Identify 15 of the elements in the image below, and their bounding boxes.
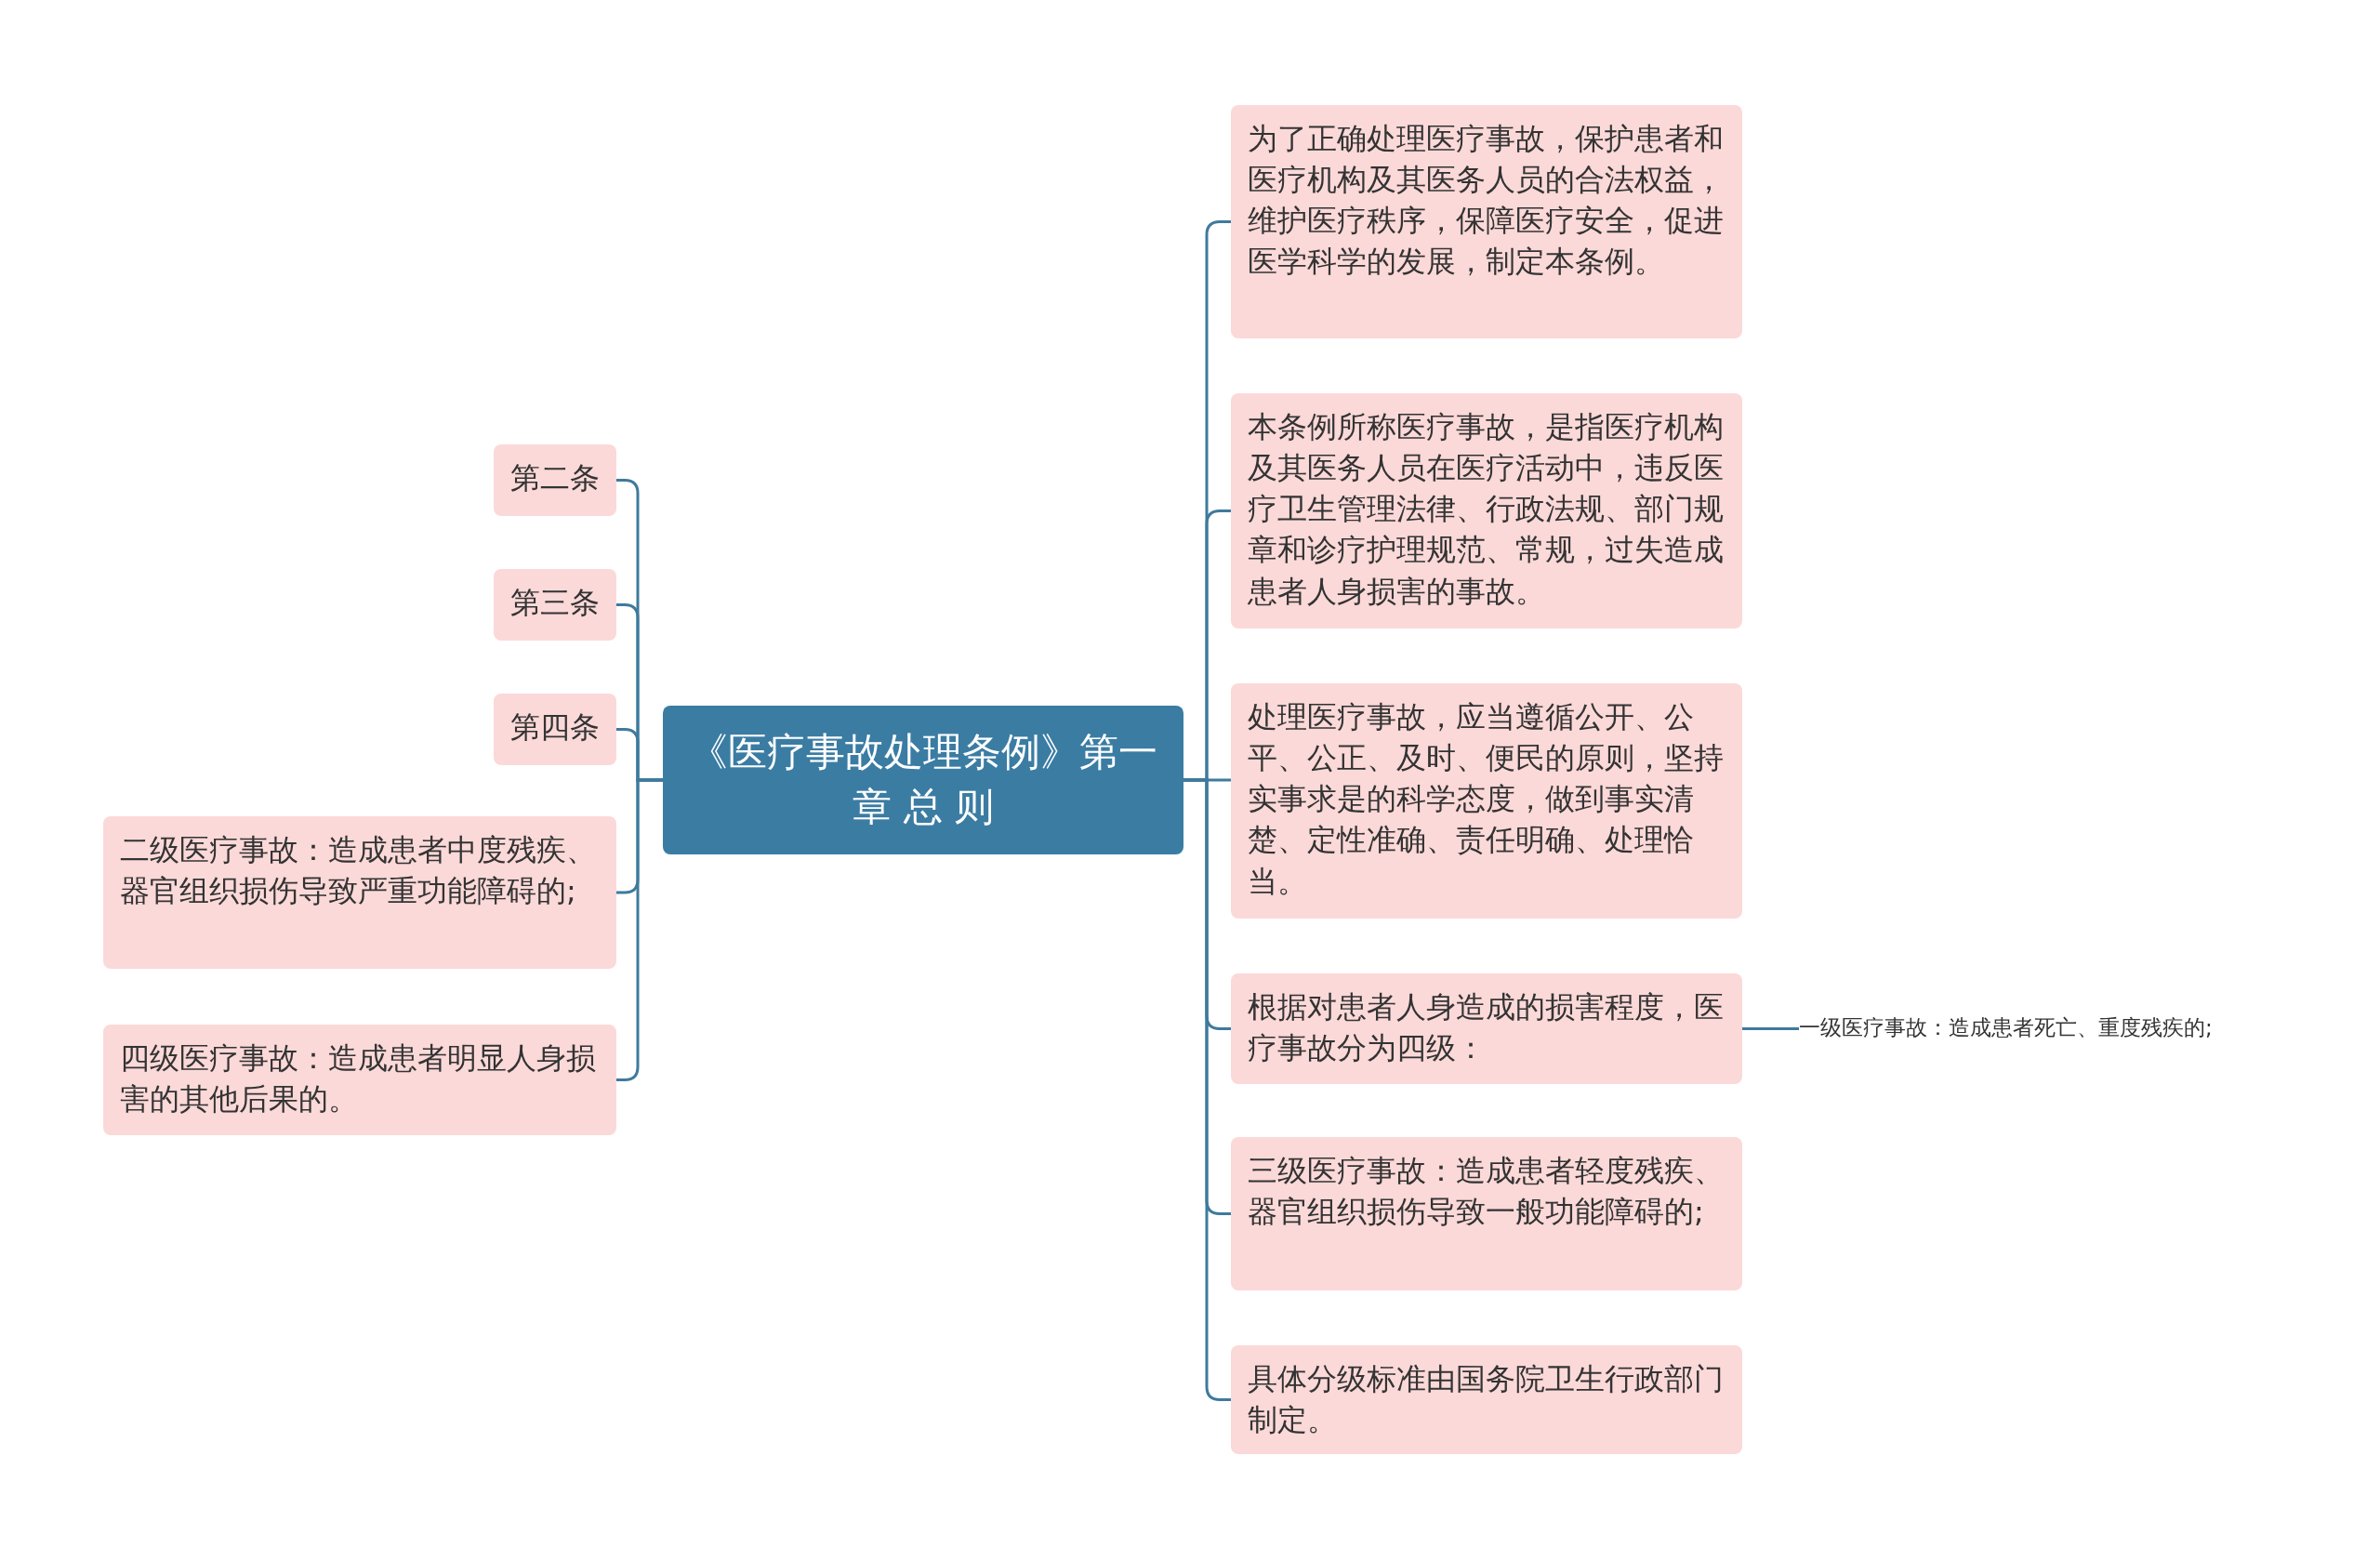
text-box: 处理医疗事故，应当遵循公开、公平、公正、及时、便民的原则，坚持实事求是的科学态度，做到事实清楚、定性准确、责任明确、处理恰当。 [1231,683,1742,919]
text-box: 第四条 [494,694,616,765]
text-box: 二级医疗事故：造成患者中度残疾、器官组织损伤导致严重功能障碍的; [103,816,616,969]
text-box: 三级医疗事故：造成患者轻度残疾、器官组织损伤导致一般功能障碍的; [1231,1137,1742,1290]
text-box: 第二条 [494,444,616,516]
text-box: 为了正确处理医疗事故，保护患者和医疗机构及其医务人员的合法权益，维护医疗秩序，保障医疗安全，促进医学科学的发展，制定本条例。 [1231,105,1742,338]
text-box: 本条例所称医疗事故，是指医疗机构及其医务人员在医疗活动中，违反医疗卫生管理法律、行政法规、部门规章和诊疗护理规范、常规，过失造成患者人身损害的事故。 [1231,393,1742,628]
topic-box: 《医疗事故处理条例》第一章 总 则 [663,706,1183,854]
leaf-text: 一级医疗事故：造成患者死亡、重度残疾的; [1799,1015,2282,1041]
text-box: 第三条 [494,569,616,641]
connector-line [1742,1027,1799,1030]
text-box: 根据对患者人身造成的损害程度，医疗事故分为四级： [1231,973,1742,1084]
text-box: 具体分级标准由国务院卫生行政部门制定。 [1231,1345,1742,1454]
connector-line [616,778,663,1081]
text-box: 四级医疗事故：造成患者明显人身损害的其他后果的。 [103,1025,616,1135]
